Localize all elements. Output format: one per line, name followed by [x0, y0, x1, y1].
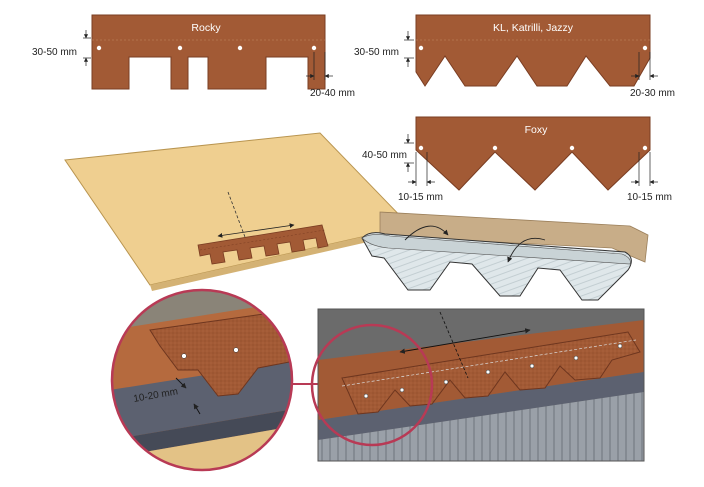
installation-closeup — [310, 308, 645, 462]
nail-hole-icon — [363, 393, 369, 399]
nail-hole-icon — [237, 45, 243, 51]
nail-hole-icon — [642, 145, 648, 151]
nail-hole-icon — [569, 145, 575, 151]
foxy-height-dimension: 40-50 mm — [362, 150, 407, 161]
alignment-arrow — [217, 223, 295, 238]
alignment-arrow — [399, 328, 531, 354]
nail-hole-icon — [177, 45, 183, 51]
nail-hole-icon — [233, 347, 239, 353]
rocky-edge-dimension: 20-40 mm — [310, 88, 355, 99]
underlay-sheet — [64, 132, 412, 291]
foxy-shingle-body — [415, 116, 651, 191]
nail-hole-icon — [529, 363, 535, 369]
kl-shingle: KL, Katrilli, Jazzy 30-50 mm 20-30 mm — [354, 14, 675, 99]
magnified-detail-circle: 10-20 mm — [110, 288, 328, 472]
kl-height-dimension: 30-50 mm — [354, 47, 399, 58]
fold-arrow-icon — [507, 237, 546, 263]
ridge-membrane-detail — [361, 211, 649, 301]
highlight-circle — [310, 323, 434, 447]
rocky-height-dimension: 30-50 mm — [32, 47, 77, 58]
rocky-title: Rocky — [191, 22, 221, 34]
nail-hole-icon — [443, 379, 449, 385]
nail-hole-icon — [492, 145, 498, 151]
nail-hole-icon — [418, 145, 424, 151]
foxy-title: Foxy — [525, 124, 549, 136]
kl-title: KL, Katrilli, Jazzy — [493, 22, 574, 34]
nail-hole-icon — [485, 369, 491, 375]
foxy-shingle: Foxy 40-50 mm 10-15 mm 10-15 mm — [362, 116, 672, 203]
nail-hole-icon — [642, 45, 648, 51]
kl-shingle-body — [415, 14, 651, 87]
nail-hole-icon — [617, 343, 623, 349]
fold-arrow-icon — [404, 225, 449, 241]
rocky-shingle-body — [91, 14, 326, 90]
kl-edge-dimension: 20-30 mm — [630, 88, 675, 99]
nail-hole-icon — [399, 387, 405, 393]
rocky-shingle: Rocky 30-50 mm 20-40 mm — [32, 14, 355, 99]
nail-hole-icon — [311, 45, 317, 51]
foxy-left-dimension: 10-15 mm — [398, 192, 443, 203]
nail-hole-icon — [573, 355, 579, 361]
foxy-right-dimension: 10-15 mm — [627, 192, 672, 203]
nail-hole-icon — [96, 45, 102, 51]
nail-hole-icon — [418, 45, 424, 51]
nail-hole-icon — [181, 353, 187, 359]
